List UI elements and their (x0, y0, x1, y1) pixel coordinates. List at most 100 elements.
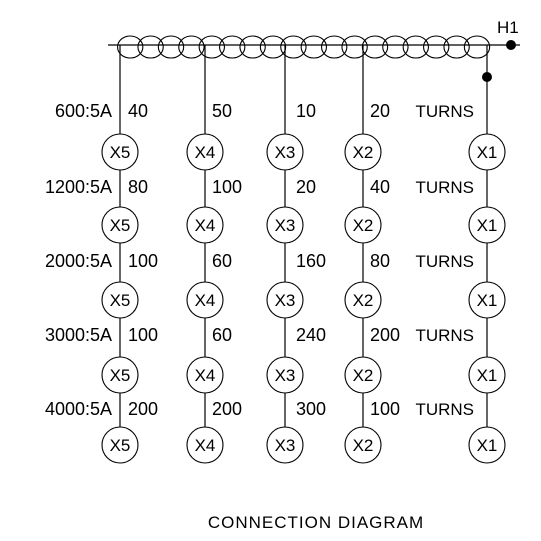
terminal-label: X3 (275, 216, 296, 235)
terminal-circle (186, 133, 224, 171)
turns-label: TURNS (415, 400, 474, 419)
turns-value: 200 (370, 325, 400, 345)
turns-value: 60 (212, 251, 232, 271)
diagram-title: CONNECTION DIAGRAM (208, 513, 424, 532)
terminal-x1: X1 (468, 281, 506, 319)
terminal-x3: X3 (266, 356, 304, 394)
turns-value: 160 (296, 251, 326, 271)
terminal-circle (344, 281, 382, 319)
ratio-label: 600:5A (55, 101, 112, 121)
terminal-x3: X3 (266, 206, 304, 244)
terminal-circle (468, 206, 506, 244)
terminal-x2: X2 (344, 356, 382, 394)
terminal-circle (344, 356, 382, 394)
terminal-x3: X3 (266, 133, 304, 171)
coil-loop (402, 35, 429, 59)
turns-value: 200 (128, 399, 158, 419)
turns-value: 200 (212, 399, 242, 419)
coil-loop (117, 35, 144, 59)
terminal-x4: X4 (186, 281, 224, 319)
terminal-circle (266, 356, 304, 394)
coil-loop (382, 35, 409, 59)
coil-loop (361, 35, 389, 59)
terminal-x2: X2 (344, 206, 382, 244)
terminal-label: X4 (195, 436, 216, 455)
coil-loop (198, 35, 225, 59)
terminal-circle (266, 426, 304, 464)
terminal-circle (266, 133, 304, 171)
terminal-x1: X1 (468, 356, 506, 394)
terminal-x4: X4 (186, 356, 224, 394)
turns-value: 240 (296, 325, 326, 345)
turns-value: 10 (296, 101, 316, 121)
terminal-x2: X2 (344, 281, 382, 319)
terminal-label: X2 (353, 143, 374, 162)
terminal-circle (186, 426, 224, 464)
terminal-circle (186, 281, 224, 319)
terminal-circle (101, 206, 139, 244)
coil-loop (341, 35, 368, 59)
terminal-x3: X3 (266, 281, 304, 319)
ratio-label: 3000:5A (45, 325, 112, 345)
terminal-label: X1 (477, 366, 498, 385)
coil-loop (300, 35, 327, 59)
terminal-label: X3 (275, 436, 296, 455)
terminal-x2: X2 (344, 133, 382, 171)
terminal-label: X4 (195, 216, 216, 235)
terminal-label: X2 (353, 216, 374, 235)
ratio-label: 1200:5A (45, 177, 112, 197)
coil-loop (321, 35, 348, 59)
coil-loop (423, 35, 450, 59)
terminal-circle (468, 356, 506, 394)
terminal-label: X5 (110, 216, 131, 235)
terminal-circle (101, 281, 139, 319)
terminal-x5: X5 (101, 206, 139, 244)
terminal-circle (101, 426, 139, 464)
terminal-circle (101, 133, 139, 171)
coil-loop (178, 35, 205, 59)
terminal-circle (468, 133, 506, 171)
terminal-label: X5 (110, 366, 131, 385)
secondary-winding-coil (117, 35, 491, 59)
terminal-circle (468, 281, 506, 319)
terminal-x1: X1 (468, 426, 506, 464)
turns-value: 100 (128, 325, 158, 345)
terminal-label: X5 (110, 143, 131, 162)
terminal-label: X4 (195, 291, 216, 310)
ratio-label: 2000:5A (45, 251, 112, 271)
coil-loop (157, 35, 185, 59)
terminal-label: X2 (353, 366, 374, 385)
terminal-circle (344, 206, 382, 244)
coil-loop (239, 35, 266, 59)
turns-value: 40 (128, 101, 148, 121)
terminal-x3: X3 (266, 426, 304, 464)
turns-label: TURNS (415, 326, 474, 345)
terminal-label: X5 (110, 436, 131, 455)
terminal-label: X3 (275, 366, 296, 385)
turns-value: 20 (296, 177, 316, 197)
terminal-label: X4 (195, 366, 216, 385)
terminal-circle (266, 281, 304, 319)
terminal-x1: X1 (468, 206, 506, 244)
terminal-circle (344, 133, 382, 171)
h1-label: H1 (497, 18, 519, 37)
coil-loop (463, 35, 491, 59)
turns-value: 300 (296, 399, 326, 419)
terminal-x4: X4 (186, 133, 224, 171)
terminal-label: X1 (477, 143, 498, 162)
coil-loop (219, 35, 246, 59)
turns-value: 100 (212, 177, 242, 197)
terminal-circle (101, 356, 139, 394)
terminal-label: X5 (110, 291, 131, 310)
coil-loop (137, 35, 164, 59)
turns-value: 40 (370, 177, 390, 197)
terminal-circle (468, 426, 506, 464)
terminal-circle (186, 356, 224, 394)
terminal-x4: X4 (186, 206, 224, 244)
turns-label: TURNS (415, 252, 474, 271)
terminal-label: X2 (353, 436, 374, 455)
